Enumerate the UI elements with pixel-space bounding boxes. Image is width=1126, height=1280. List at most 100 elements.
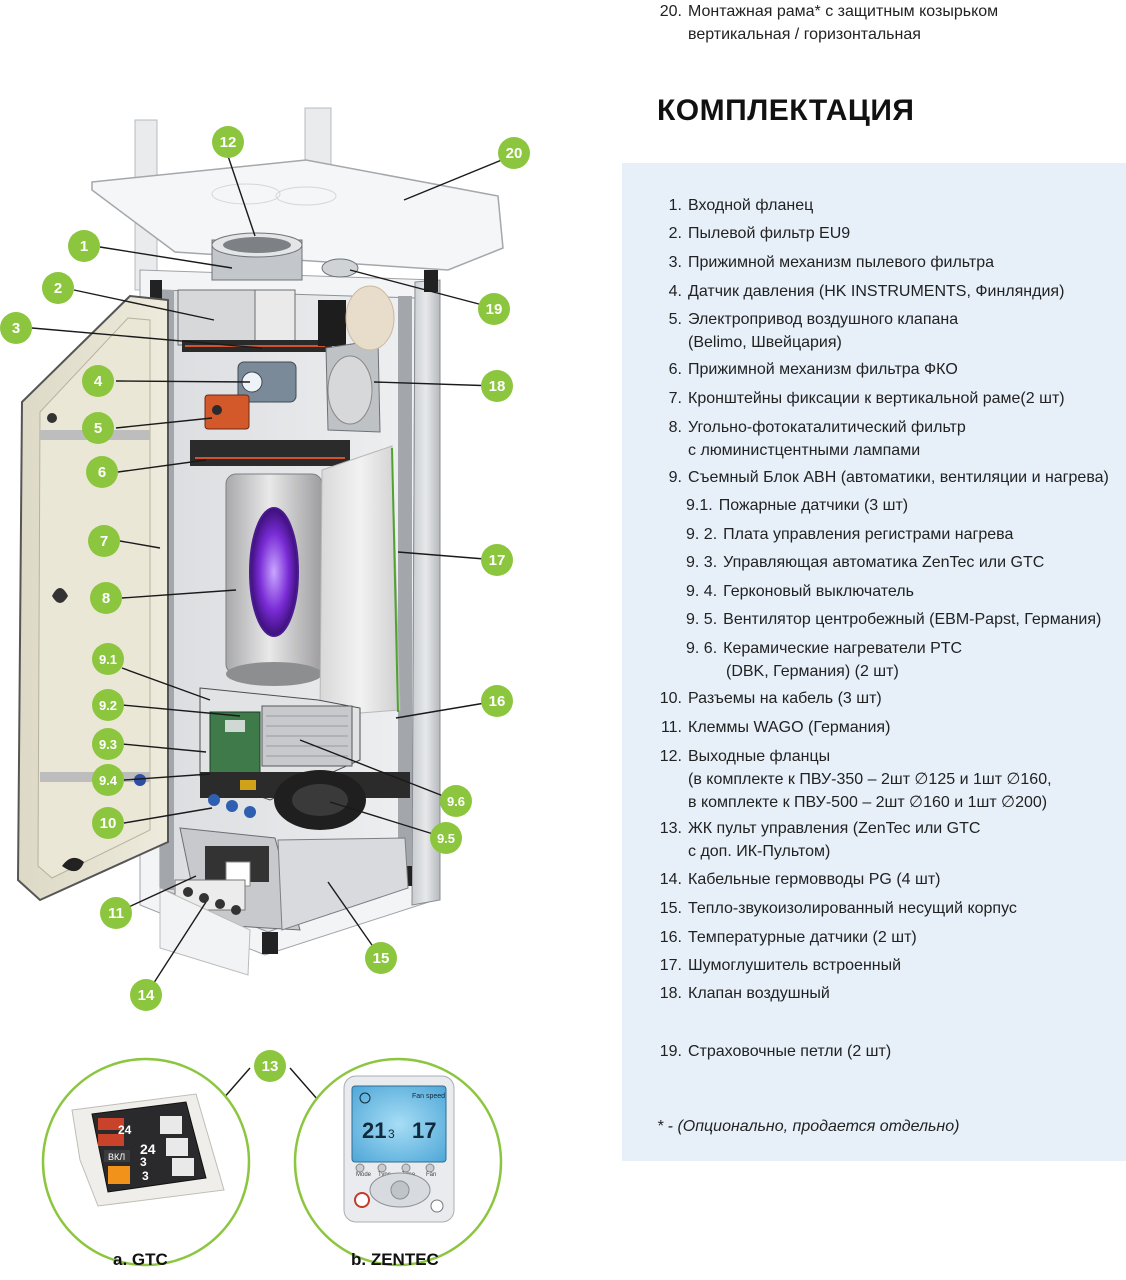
callout-circle: [88, 525, 120, 557]
spec-item-number: 9.: [668, 469, 682, 486]
spec-item: 11.Клеммы WAGO (Германия): [650, 716, 890, 739]
spec-item-number: 6.: [668, 361, 682, 378]
callout-10: 10: [92, 807, 124, 839]
callout-15: 15: [365, 942, 397, 974]
callout-13: 13: [254, 1050, 286, 1082]
spec-item: 14.Кабельные гермовводы PG (4 шт): [650, 868, 941, 891]
callout-circle: [0, 312, 32, 344]
bottom-section: [159, 827, 409, 976]
callout-18: 18: [481, 370, 513, 402]
spec-item-number: 8.: [668, 419, 682, 436]
spec-item-text: Разъемы на кабель (3 шт): [688, 690, 882, 707]
callout-circle: [478, 293, 510, 325]
spec-item: 4.Датчик давления (HK INSTRUMENTS, Финля…: [650, 280, 1065, 303]
spec-item-text: Плата управления регистрами нагрева: [723, 526, 1014, 543]
spec-item-number: 2.: [668, 225, 682, 242]
spec-item-text: Выходные фланцы: [688, 748, 831, 765]
spec-item: 7.Кронштейны фиксации к вертикальной рам…: [650, 387, 1065, 410]
callout-6: 6: [86, 456, 118, 488]
spec-item-text: Электропривод воздушного клапана: [688, 311, 959, 328]
spec-item-number: 9. 4.: [686, 583, 718, 600]
spec-item: 9. 3.Управляющая автоматика ZenTec или G…: [686, 551, 1044, 574]
callout-label: 14: [138, 987, 155, 1004]
spec-item: 9.Съемный Блок АВН (автоматики, вентиляц…: [650, 466, 1109, 489]
leader-lines: [31, 154, 515, 1101]
spec-item-number: 9.1.: [686, 497, 713, 514]
callout-label: 10: [100, 815, 117, 832]
gtc-value-1: 24: [118, 1123, 132, 1137]
callout-9-2: 9.2: [92, 689, 124, 721]
callout-circle: [498, 137, 530, 169]
spec-item-text: Температурные датчики (2 шт): [688, 929, 917, 946]
zentec-btn-fan: Fan: [426, 1172, 436, 1178]
callout-17: 17: [481, 544, 513, 576]
spec-item-text: Шумоглушитель встроенный: [688, 957, 902, 974]
spec-item-number: 11.: [660, 719, 682, 736]
top-section: [177, 289, 350, 466]
callout-markers: 123456789.19.29.39.410111214151617181920…: [0, 126, 530, 1082]
spec-item: 12.Выходные фланцы(в комплекте к ПВУ-350…: [650, 745, 1052, 814]
footnote: * - (Опционально, продается отдельно): [657, 1118, 960, 1135]
callout-12: 12: [212, 126, 244, 158]
callout-label: 4: [94, 373, 103, 390]
spec-item: 16.Температурные датчики (2 шт): [650, 926, 917, 949]
callout-4: 4: [82, 365, 114, 397]
callout-circle: [92, 728, 124, 760]
callout-circle: [90, 582, 122, 614]
callout-circle: [82, 365, 114, 397]
spec-item: 9. 6.Керамические нагреватели PTC(DBK, Г…: [686, 637, 962, 683]
callout-2: 2: [42, 272, 74, 304]
spec-item-number: 10.: [659, 690, 682, 707]
spec-item: 1.Входной фланец: [650, 194, 814, 217]
gtc-value-2: 24: [140, 1141, 156, 1157]
callout-5: 5: [82, 412, 114, 444]
spec-item-number: 20.: [659, 3, 682, 20]
callout-circle: [42, 272, 74, 304]
page-title: КОМПЛЕКТАЦИЯ: [657, 94, 915, 127]
spec-item-text: Пожарные датчики (3 шт): [718, 497, 909, 514]
spec-item-number: 18.: [659, 985, 682, 1002]
spec-item-text: Клапан воздушный: [688, 985, 830, 1002]
spec-item: 8. Угольно-фотокаталитический фильтр с люм…: [650, 416, 966, 462]
spec-item: 9. 5.Вентилятор центробежный (EBM-Papst,…: [686, 608, 1101, 631]
callout-8: 8: [90, 582, 122, 614]
spec-item-text: Пылевой фильтр EU9: [688, 225, 851, 242]
callout-circle: [92, 643, 124, 675]
callout-14: 14: [130, 979, 162, 1011]
callout-label: 3: [12, 320, 20, 337]
callout-circle: [130, 979, 162, 1011]
callout-label: 15: [373, 950, 390, 967]
callout-label: 9.1: [99, 652, 117, 667]
spec-item-continuation: (Belimo, Швейцария): [688, 334, 842, 351]
spec-item-text: Вентилятор центробежный (EBM-Papst, Герм…: [723, 611, 1102, 628]
carbon-filter: [225, 473, 323, 686]
spec-item-continuation: с люминистцентными лампами: [688, 442, 921, 459]
callout-circle: [481, 544, 513, 576]
spec-item-continuation: (в комплекте к ПВУ-350 – 2шт ∅125 и 1шт …: [688, 771, 1052, 788]
spec-panel: [622, 163, 1126, 1161]
callout-label: 17: [489, 552, 506, 569]
spec-item: 2. Пылевой фильтр EU9: [650, 222, 851, 245]
callout-label: 20: [506, 145, 523, 162]
spec-item-text: Угольно-фотокаталитический фильтр: [688, 419, 966, 436]
spec-item-number: 13.: [659, 820, 682, 837]
callout-circle: [254, 1050, 286, 1082]
callout-9-3: 9.3: [92, 728, 124, 760]
callout-16: 16: [481, 685, 513, 717]
spec-item-number: 14.: [659, 871, 682, 888]
callout-label: 9.3: [99, 737, 117, 752]
spec-item: 3.Прижимной механизм пылевого фильтра: [650, 251, 994, 274]
air-damper: [325, 285, 395, 433]
callout-19: 19: [478, 293, 510, 325]
callout-label: 1: [80, 238, 88, 255]
spec-item-number: 4.: [668, 283, 682, 300]
gtc-panel: 24 24 ВКЛ 3 3: [41, 1057, 251, 1267]
callout-circle: [481, 685, 513, 717]
zentec-btn-mode: Mode: [356, 1172, 372, 1178]
callout-9-6: 9.6: [440, 785, 472, 817]
callout-label: 9.4: [99, 773, 118, 788]
spec-item: 10. Разъемы на кабель (3 шт): [650, 687, 882, 710]
silencer: [319, 445, 401, 717]
